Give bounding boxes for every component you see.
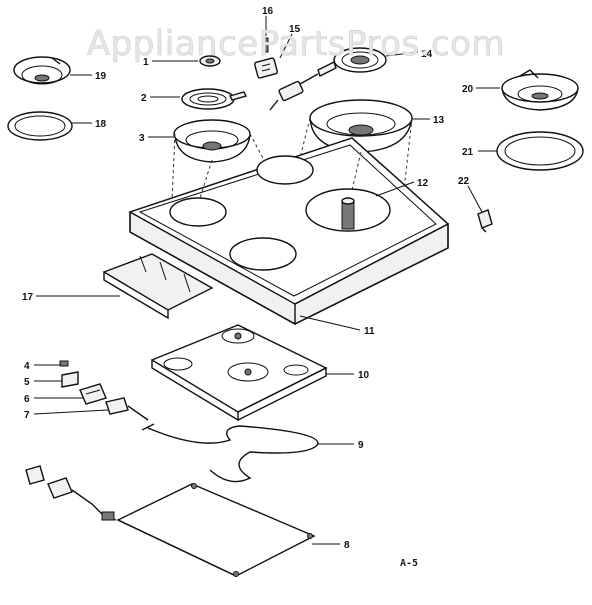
part-13-large-drip-bowl — [309, 99, 413, 153]
part-1-ring-clip — [199, 55, 221, 67]
part-6-receptacle — [79, 383, 107, 405]
part-17-bracket — [102, 253, 214, 320]
part-22-clip — [477, 209, 493, 233]
part-14-large-surface-element — [317, 47, 387, 77]
callout-10: 10 — [358, 370, 370, 381]
callout-19: 19 — [95, 71, 107, 82]
callout-7: 7 — [24, 410, 30, 421]
part-2-surface-element — [181, 88, 248, 110]
part-5-bracket-clip — [61, 371, 79, 388]
part-18-trim-ring — [7, 111, 73, 141]
part-4-screw — [59, 360, 69, 367]
callout-18: 18 — [95, 119, 107, 130]
lower-receptacle — [25, 465, 117, 521]
part-20-drip-bowl — [501, 69, 579, 111]
callout-1: 1 — [143, 57, 149, 68]
callout-6: 6 — [24, 394, 30, 405]
callout-15: 15 — [289, 24, 301, 35]
callout-20: 20 — [462, 84, 474, 95]
callout-12: 12 — [417, 178, 429, 189]
leader-lines — [33, 16, 500, 545]
wire-plug — [269, 73, 319, 111]
part-8-sheet — [116, 483, 316, 577]
part-16-screw — [263, 37, 269, 53]
callout-16: 16 — [262, 6, 274, 17]
callout-21: 21 — [462, 147, 474, 158]
callout-2: 2 — [141, 93, 147, 104]
part-21-trim-ring — [496, 131, 584, 171]
callout-13: 13 — [433, 115, 445, 126]
part-9-bake-element — [141, 423, 319, 483]
callout-14: 14 — [421, 49, 433, 60]
part-7-terminal-block — [105, 397, 149, 421]
part-3-drip-bowl — [173, 119, 251, 163]
callout-3: 3 — [139, 133, 145, 144]
callout-9: 9 — [358, 440, 364, 451]
part-15-terminal-block — [254, 57, 278, 79]
part-19-drip-bowl — [13, 56, 71, 85]
part-11-cooktop — [128, 137, 450, 326]
callout-17: 17 — [22, 292, 34, 303]
callout-8: 8 — [344, 540, 350, 551]
callout-22: 22 — [458, 176, 470, 187]
callout-5: 5 — [24, 377, 30, 388]
alignment-lines — [171, 117, 413, 201]
plate-label: A-5 — [400, 558, 419, 569]
part-10-support-pan — [150, 324, 328, 422]
callout-labels: 16 15 19 18 1 2 3 14 13 12 20 21 22 17 1… — [22, 6, 474, 551]
part-12-post — [341, 197, 355, 230]
callout-11: 11 — [364, 326, 375, 337]
callout-4: 4 — [24, 361, 30, 372]
